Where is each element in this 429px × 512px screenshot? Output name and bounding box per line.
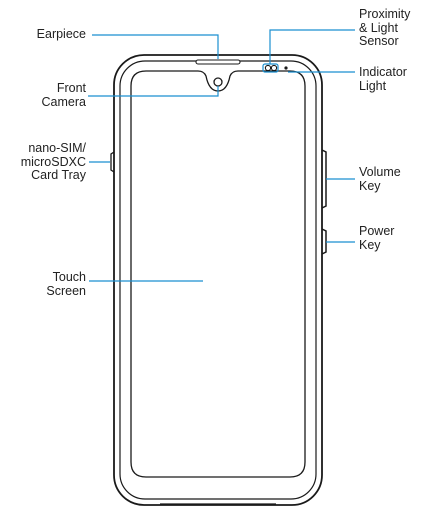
proximity-sensor-highlight (262, 63, 279, 73)
touch-screen-label: Touch Screen (46, 270, 86, 298)
volume-key-label: Volume Key (359, 165, 401, 193)
front-camera-label: Front Camera (41, 81, 86, 109)
card-tray-label: nano-SIM/ microSDXC Card Tray (20, 141, 86, 182)
proximity-sensor-callout (269, 29, 355, 64)
proximity-sensor-label: Proximity & Light Sensor (359, 7, 411, 48)
proximity-sensor-right (270, 64, 278, 72)
touch-screen-outline (130, 70, 306, 478)
indicator-light-dot (284, 66, 288, 70)
earpiece-slit (195, 59, 241, 65)
front-camera-lens (213, 77, 223, 87)
phone-body-inner (119, 60, 317, 500)
card-tray-shape (110, 151, 115, 173)
front-camera-callout (88, 86, 219, 97)
phone-body-outer (113, 54, 323, 506)
proximity-sensor-left (264, 64, 272, 72)
earpiece-callout (92, 34, 219, 59)
power-key-label: Power Key (359, 224, 395, 252)
earpiece-label: Earpiece (36, 27, 86, 41)
indicator-light-label: Indicator Light (359, 65, 407, 93)
